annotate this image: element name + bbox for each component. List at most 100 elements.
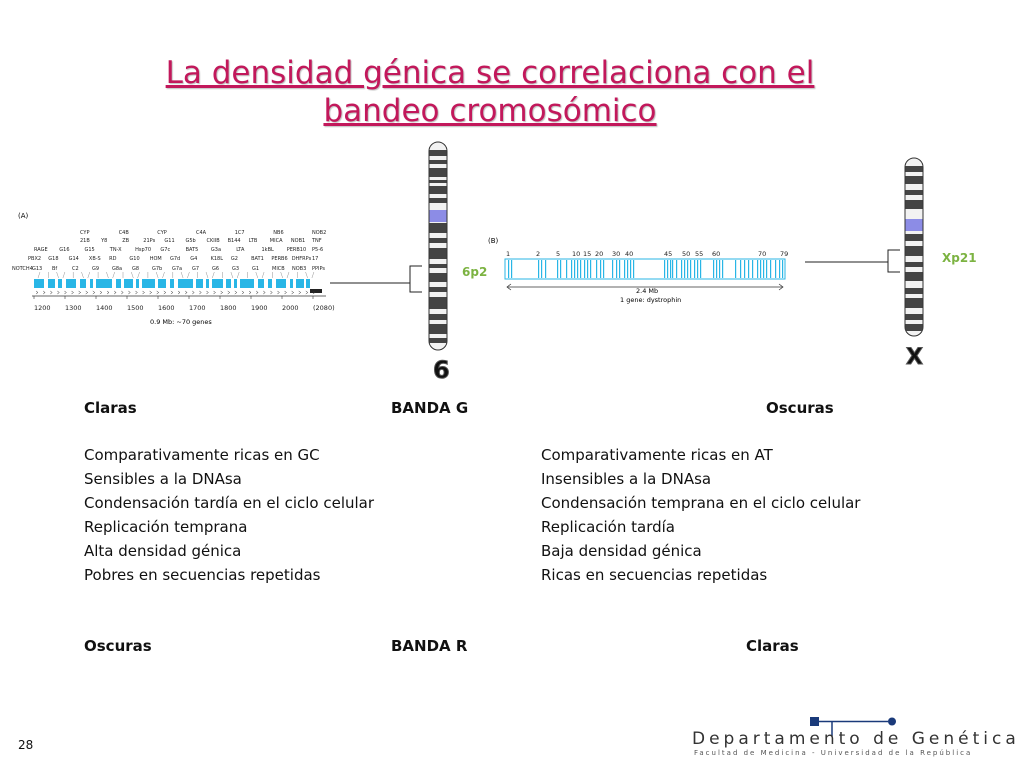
list-item: Comparativamente ricas en AT: [541, 446, 773, 464]
axis-tick-label: 1500: [127, 304, 144, 312]
gene-label: LTB: [249, 238, 258, 244]
chromosome-band: [429, 324, 447, 334]
slide-number: 28: [18, 738, 34, 752]
chromosome-band: [429, 314, 447, 320]
exon-number: 79: [780, 250, 788, 258]
leader-line: [311, 271, 315, 279]
gene-block: [116, 279, 121, 288]
gene-label: K18L: [211, 256, 224, 262]
panel-b-exons: [508, 260, 784, 278]
direction-arrow: [57, 290, 60, 295]
list-item: Replicación temprana: [84, 518, 248, 536]
gene-label: NB6: [273, 230, 283, 236]
chromosome-band: [905, 246, 923, 256]
gene-block: [170, 279, 174, 288]
gene-label: G9: [92, 266, 99, 272]
chromosome-x-label: X: [906, 345, 923, 370]
gene-block: [268, 279, 272, 288]
direction-arrow: [128, 290, 131, 295]
exon-number: 40: [625, 250, 633, 258]
exon: [557, 260, 559, 278]
exon: [627, 260, 629, 278]
gene-label: NOB3: [292, 266, 306, 272]
gene-label: G1: [252, 266, 259, 272]
direction-arrow: [163, 290, 167, 295]
gene-label: RAGE: [34, 247, 48, 253]
exon-number: 1: [506, 250, 510, 258]
axis-tick-label: 1700: [189, 304, 206, 312]
department-name: Departamento de Genética: [692, 729, 1020, 749]
direction-arrow: [42, 290, 46, 295]
gene-block: [34, 279, 44, 288]
gene-block: [206, 279, 209, 288]
exon-number: 50: [682, 250, 690, 258]
gene-block: [90, 279, 93, 288]
list-item: Replicación tardía: [541, 518, 675, 536]
gene-label: 21Ps: [143, 238, 155, 244]
exon: [782, 260, 784, 278]
chromosome-band: [905, 262, 923, 267]
gene-label: PERB6: [271, 256, 287, 262]
panel-b-gene-box: [504, 258, 786, 280]
direction-arrow: [305, 290, 309, 295]
direction-arrow: [92, 290, 96, 295]
title-line-1: La densidad génica se correlaciona con e…: [165, 55, 815, 91]
gene-label: G7b: [152, 266, 162, 272]
exon: [713, 260, 715, 278]
exon: [763, 260, 765, 278]
chromosome-band: [905, 176, 923, 184]
leader-line: [56, 271, 59, 279]
gene-label: G18: [48, 256, 58, 262]
centromere: [905, 219, 923, 231]
exon: [560, 260, 562, 278]
gene-label: G16: [59, 247, 69, 253]
exon-number: 20: [595, 250, 603, 258]
exon: [603, 260, 605, 278]
chromosome-band: [429, 287, 447, 292]
exon: [577, 260, 579, 278]
exon-number: 70: [758, 250, 766, 258]
exon: [624, 260, 626, 278]
chromosome-band: [429, 264, 447, 268]
chromosome-band: [429, 273, 447, 282]
leader-line: [37, 271, 41, 279]
direction-arrow: [277, 290, 280, 295]
gene-block: [96, 279, 112, 288]
banda-r-title: BANDA R: [391, 637, 468, 655]
panel-b-scale: 2.4 Mb: [636, 287, 658, 295]
direction-arrow: [255, 290, 259, 295]
department-subtitle: Facultad de Medicina - Universidad de la…: [694, 749, 973, 757]
banda-g-left-header: Claras: [84, 399, 137, 417]
direction-arrow: [35, 290, 39, 295]
gene-label: G3a: [211, 247, 221, 253]
exon: [735, 260, 737, 278]
gene-label: NOB1: [291, 238, 305, 244]
leader-line: [112, 271, 115, 279]
gene-block: [226, 279, 231, 288]
panel-b-gene-note: 1 gene: dystrophin: [620, 296, 681, 304]
direction-arrow: [263, 290, 266, 295]
exon: [676, 260, 678, 278]
leader-line: [230, 271, 234, 279]
band-6p2-label: 6p2: [462, 265, 487, 279]
leader-line: [305, 271, 308, 279]
centromere: [429, 210, 447, 222]
gene-label: G7a: [172, 266, 182, 272]
list-item: Baja densidad génica: [541, 542, 702, 560]
chromosome-band: [905, 166, 923, 172]
gene-label: G10: [129, 256, 139, 262]
leader-line: [106, 271, 109, 279]
chromosome-band: [429, 338, 447, 343]
list-item: Comparativamente ricas en GC: [84, 446, 320, 464]
gene-block: [240, 279, 254, 288]
exon: [752, 260, 754, 278]
gene-label: G3: [232, 266, 239, 272]
exon: [744, 260, 746, 278]
gene-label: 1C7: [235, 230, 245, 236]
direction-arrow: [156, 290, 160, 295]
direction-arrow: [312, 290, 316, 295]
direction-arrow: [298, 290, 302, 295]
chromosome-band: [905, 234, 923, 241]
chromosome-band: [905, 288, 923, 294]
list-item: Condensación tardía en el ciclo celular: [84, 494, 375, 512]
